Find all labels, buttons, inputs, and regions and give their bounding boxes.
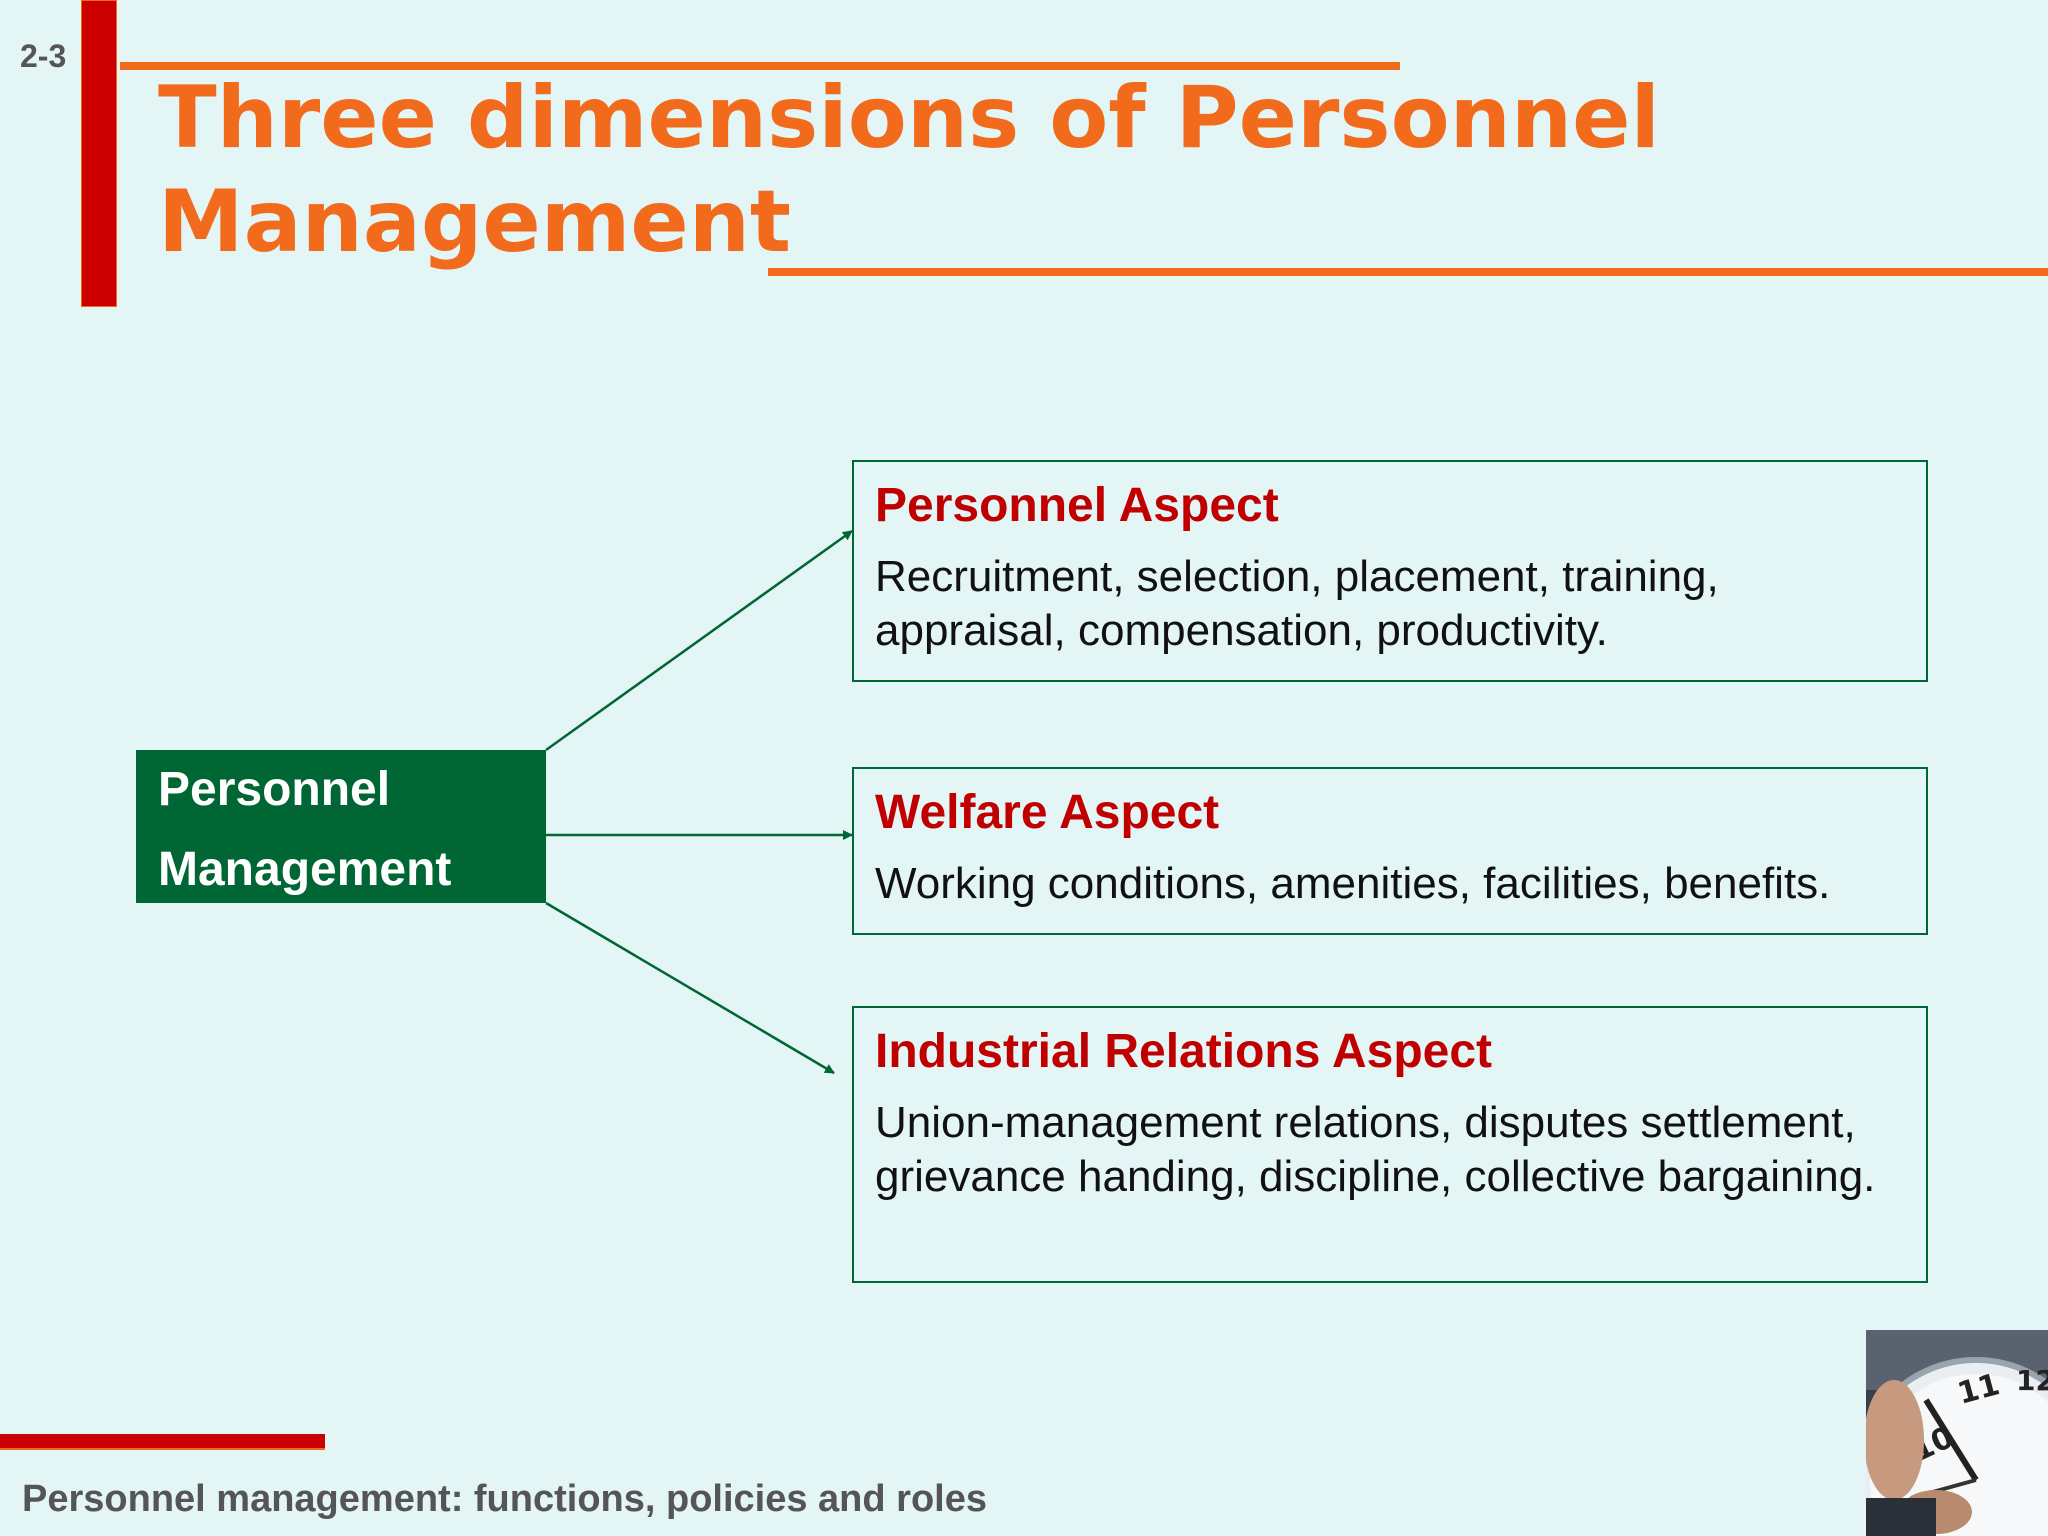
personnel-management-node: Personnel Management — [136, 750, 546, 903]
source-line-1: Personnel — [158, 763, 391, 816]
industrial-relations-aspect-title: Industrial Relations Aspect — [875, 1025, 1493, 1078]
footer-accent-bar — [0, 1434, 325, 1450]
slide-title: Three dimensions of Personnel Management — [158, 66, 1858, 274]
svg-text:12: 12 — [2016, 1364, 2048, 1397]
personnel-aspect-box: Personnel Aspect Recruitment, selection,… — [852, 460, 1928, 682]
welfare-aspect-box: Welfare Aspect Working conditions, ameni… — [852, 767, 1928, 935]
title-accent-bar — [81, 0, 117, 307]
welfare-aspect-title: Welfare Aspect — [875, 786, 1220, 839]
slide-title-line-2: Management — [158, 172, 792, 272]
title-rule-bottom — [768, 268, 2048, 276]
clock-photo-icon: 10 11 12 — [1866, 1330, 2048, 1536]
industrial-relations-aspect-description: Union-management relations, disputes set… — [875, 1096, 1906, 1204]
slide-number: 2-3 — [20, 38, 67, 74]
industrial-relations-aspect-line-1: Union-management relations, disputes set… — [875, 1098, 1856, 1147]
arrow-to-industrial-aspect — [545, 901, 835, 1075]
personnel-aspect-line-2: appraisal, compensation, productivity. — [875, 606, 1608, 655]
industrial-relations-aspect-line-2: grievance handing, discipline, collectiv… — [875, 1152, 1876, 1201]
source-line-2: Management — [158, 843, 452, 896]
personnel-aspect-title: Personnel Aspect — [875, 479, 1279, 532]
slide-title-line-1: Three dimensions of Personnel — [158, 68, 1660, 168]
footer-caption: Personnel management: functions, policie… — [22, 1478, 987, 1520]
welfare-aspect-line-1: Working conditions, amenities, facilitie… — [875, 859, 1831, 908]
arrow-to-personnel-aspect — [545, 529, 853, 752]
personnel-aspect-line-1: Recruitment, selection, placement, train… — [875, 552, 1719, 601]
personnel-aspect-description: Recruitment, selection, placement, train… — [875, 550, 1906, 658]
title-rule-top — [120, 62, 1400, 70]
welfare-aspect-description: Working conditions, amenities, facilitie… — [875, 857, 1906, 911]
industrial-relations-aspect-box: Industrial Relations Aspect Union-manage… — [852, 1006, 1928, 1283]
